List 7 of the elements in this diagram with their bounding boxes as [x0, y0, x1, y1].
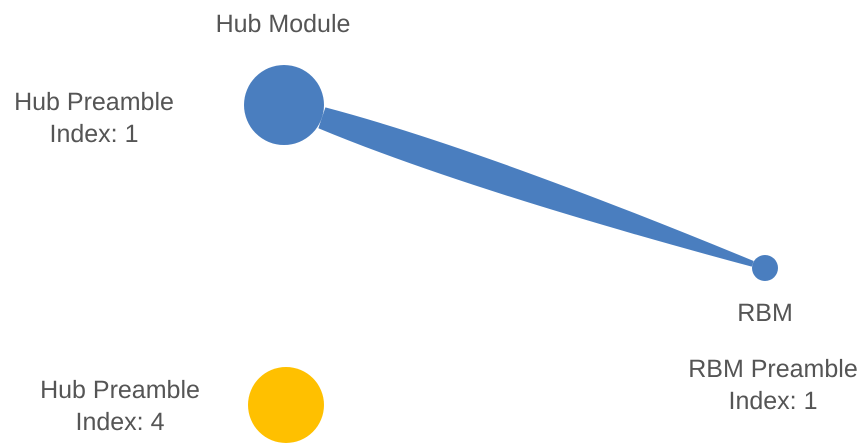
node-label: RBM — [736, 298, 794, 329]
node-label: Hub Module — [214, 9, 352, 40]
node-label: Hub Preamble Index: 1 — [13, 87, 175, 150]
circle-node — [752, 255, 778, 281]
node-label: Hub Preamble Index: 4 — [39, 375, 201, 438]
node-label: RBM Preamble Index: 1 — [687, 354, 859, 417]
connector — [318, 107, 754, 267]
